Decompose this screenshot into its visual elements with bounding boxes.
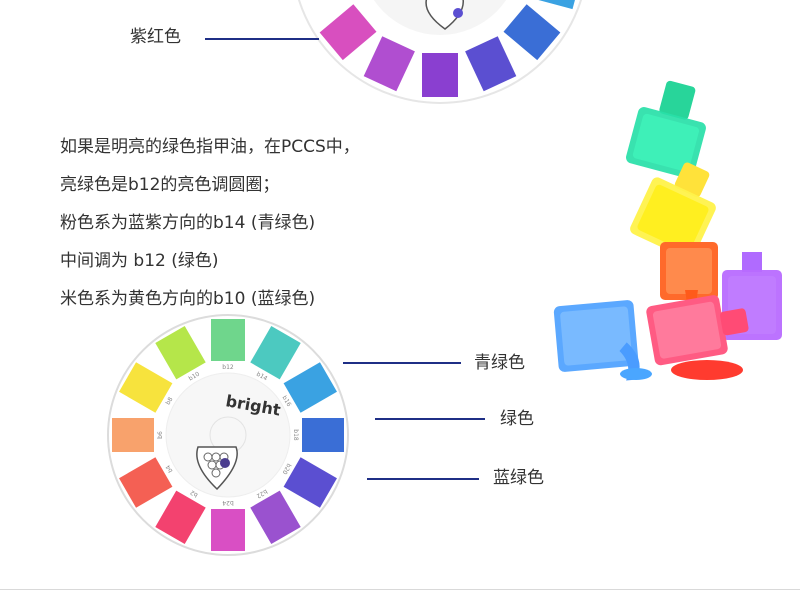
top-wheel-drop-icon — [425, 0, 464, 30]
chip-b18: b18 — [292, 418, 344, 452]
chip-b6: b6 — [112, 418, 164, 452]
chip-b4: b4 — [119, 457, 175, 508]
green-bottle — [626, 80, 706, 179]
top-wheel-leader-line — [205, 38, 319, 40]
chip-b14: b14 — [250, 326, 301, 383]
top-wheel-label: 紫红色 — [130, 27, 181, 46]
chip-b22: b22 — [250, 488, 301, 544]
callout-line-2 — [375, 418, 485, 420]
chip-label: b18 — [292, 429, 299, 441]
chip-b10: b10 — [155, 326, 206, 383]
chip-b22 — [422, 53, 458, 97]
callout-line-1 — [343, 362, 461, 364]
chip-label: b2 — [189, 488, 199, 498]
bright-wheel-center — [165, 372, 291, 498]
paragraph-line-5: 米色系为黄色方向的b10 (蓝绿色) — [60, 289, 316, 309]
top-wheel-chips — [319, 0, 582, 97]
chip-label: b22 — [255, 488, 269, 500]
paragraph-line-3: 粉色系为蓝紫方向的b14 (青绿色) — [60, 213, 316, 233]
chip-b18 — [503, 4, 561, 61]
chip-b24: b24 — [211, 499, 245, 551]
callout-label-3: 蓝绿色 — [493, 468, 544, 487]
chip-label: b4 — [165, 464, 175, 474]
callout-line-3 — [367, 478, 479, 480]
chip-b2: b2 — [155, 488, 206, 544]
paragraph-line-2: 亮绿色是b12的亮色调圆圈； — [60, 175, 280, 195]
chip-label: b20 — [280, 462, 292, 476]
chip-label: b24 — [222, 499, 234, 506]
chip-label: b8 — [165, 396, 175, 406]
chip-label: b14 — [255, 371, 269, 383]
callout-label-1: 青绿色 — [474, 353, 525, 372]
chip-label: b6 — [157, 431, 164, 439]
paragraph-line-1: 如果是明亮的绿色指甲油，在PCCS中， — [60, 137, 360, 157]
pink-bottle — [646, 295, 749, 366]
bottom-rule — [0, 589, 800, 590]
callout-label-2: 绿色 — [500, 409, 534, 428]
paragraph-line-4: 中间调为 b12 (绿色) — [60, 251, 219, 271]
chip-label: b16 — [281, 395, 293, 409]
chip-b24 — [363, 36, 415, 92]
red-spill — [671, 360, 743, 380]
blue-spill — [620, 368, 652, 380]
chip-b12: b12 — [211, 319, 245, 371]
chip-label: b12 — [222, 364, 234, 371]
yellow-bottle — [630, 162, 716, 260]
chip-b16: b16 — [281, 362, 337, 413]
chip-b8: b8 — [119, 362, 175, 413]
bright-wheel-drop-icon — [196, 446, 238, 491]
chip-b2 — [319, 4, 377, 61]
explanation-paragraph: 如果是明亮的绿色指甲油，在PCCS中， 亮绿色是b12的亮色调圆圈； 粉色系为蓝… — [60, 128, 360, 318]
bright-wheel-chips: b2 b4 b6 b8 b10 b12 b14 b16 b18 b20 b22 b24 — [112, 319, 344, 551]
chip-b20: b20 — [280, 457, 337, 508]
chip-label: b10 — [188, 371, 202, 383]
chip-b20 — [465, 36, 517, 92]
